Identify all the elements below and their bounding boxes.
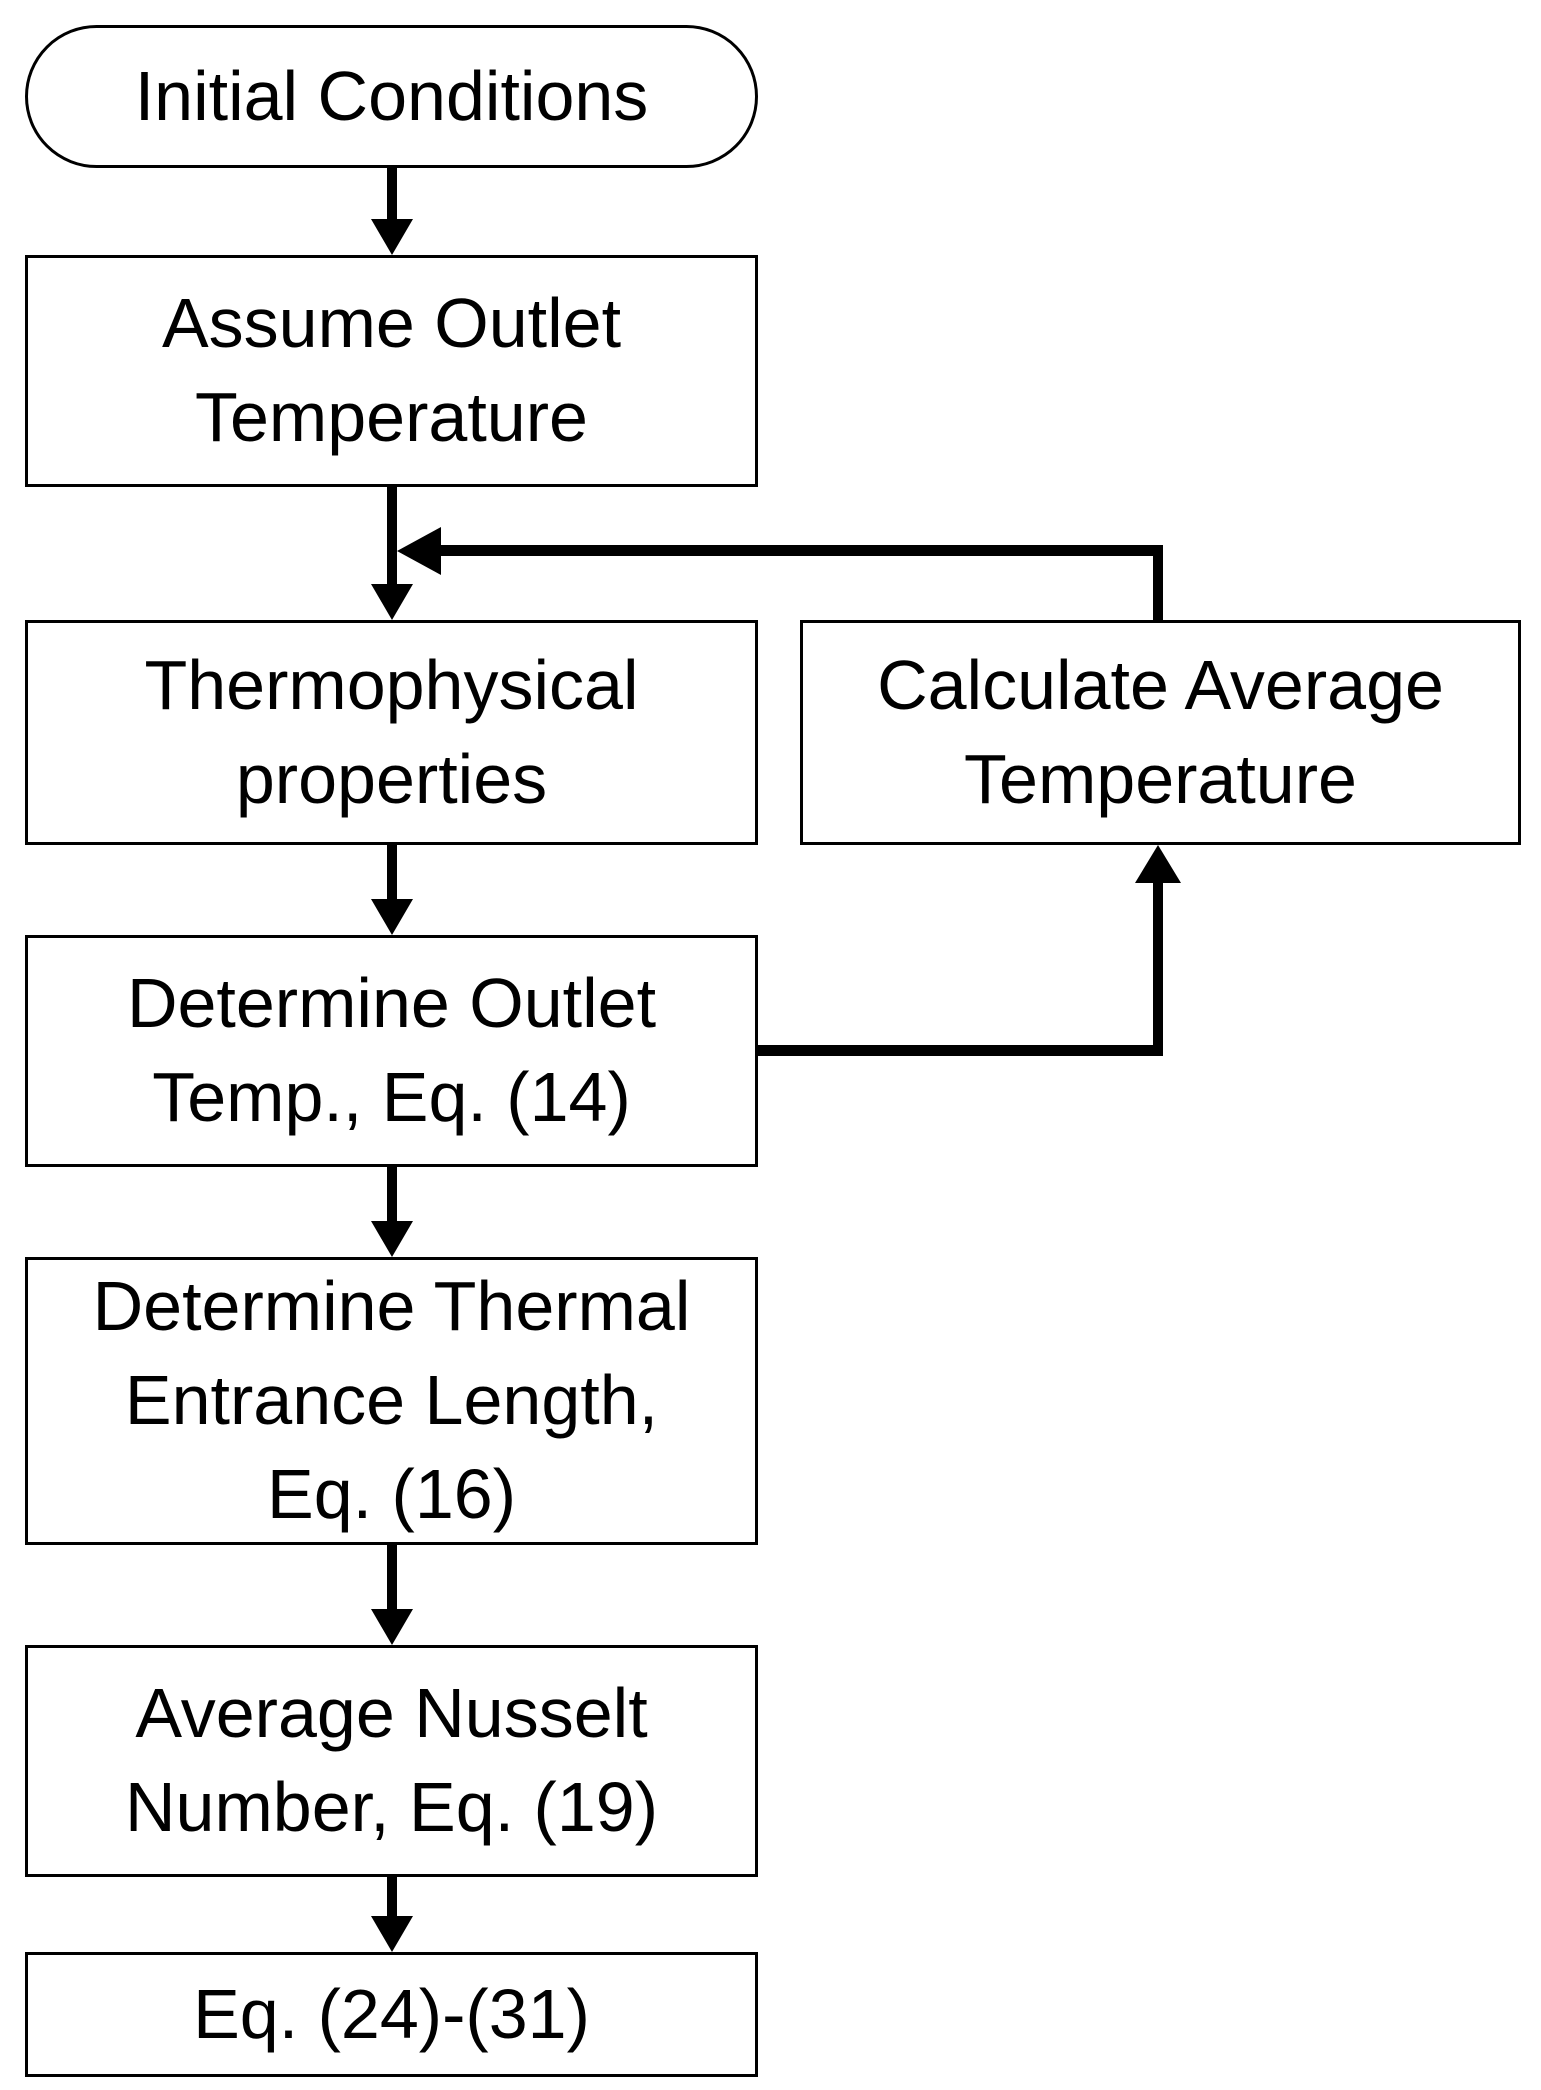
edge-outlet-to-calc-vertical-segment: [1153, 880, 1163, 1056]
edge-thermophysical-to-outlet-shaft: [387, 845, 397, 905]
arrow-down-icon: [371, 1916, 413, 1952]
arrow-down-icon: [371, 1221, 413, 1257]
node-final-equations-label: Eq. (24)-(31): [193, 1974, 590, 2053]
node-assume-outlet-temperature: Assume Outlet Temperature: [25, 255, 758, 487]
arrow-left-icon: [397, 527, 441, 575]
node-determine-thermal-entrance-length: Determine Thermal Entrance Length, Eq. (…: [25, 1257, 758, 1545]
node-initial-conditions: Initial Conditions: [25, 25, 758, 168]
node-thermophysical-properties-label: Thermophysical properties: [144, 645, 639, 818]
node-calculate-average-temperature-label: Calculate Average Temperature: [877, 645, 1444, 818]
edge-outlet-to-entrance-shaft: [387, 1167, 397, 1227]
edge-nusselt-to-final-shaft: [387, 1877, 397, 1922]
edge-assume-to-thermophysical-shaft: [387, 487, 397, 590]
edge-feedback-vertical-segment: [1153, 545, 1163, 620]
node-assume-outlet-temperature-label: Assume Outlet Temperature: [161, 284, 622, 456]
node-determine-thermal-entrance-length-label: Determine Thermal Entrance Length, Eq. (…: [92, 1267, 691, 1533]
node-determine-outlet-temp-label: Determine Outlet Temp., Eq. (14): [126, 964, 657, 1136]
arrow-down-icon: [371, 219, 413, 255]
node-average-nusselt-number-label: Average Nusselt Number, Eq. (19): [125, 1674, 658, 1846]
node-calculate-average-temperature: Calculate Average Temperature: [800, 620, 1521, 845]
edge-initial-to-assume-shaft: [387, 168, 397, 225]
edge-feedback-horizontal-segment: [437, 545, 1163, 556]
edge-outlet-to-calc-horizontal-segment: [758, 1045, 1163, 1056]
node-average-nusselt-number: Average Nusselt Number, Eq. (19): [25, 1645, 758, 1877]
node-initial-conditions-label: Initial Conditions: [134, 56, 649, 135]
arrow-up-icon: [1135, 845, 1181, 883]
node-final-equations: Eq. (24)-(31): [25, 1952, 758, 2077]
arrow-down-icon: [371, 1609, 413, 1645]
arrow-down-icon: [371, 584, 413, 620]
node-determine-outlet-temp: Determine Outlet Temp., Eq. (14): [25, 935, 758, 1167]
arrow-down-icon: [371, 899, 413, 935]
edge-entrance-to-nusselt-shaft: [387, 1545, 397, 1615]
node-thermophysical-properties: Thermophysical properties: [25, 620, 758, 845]
